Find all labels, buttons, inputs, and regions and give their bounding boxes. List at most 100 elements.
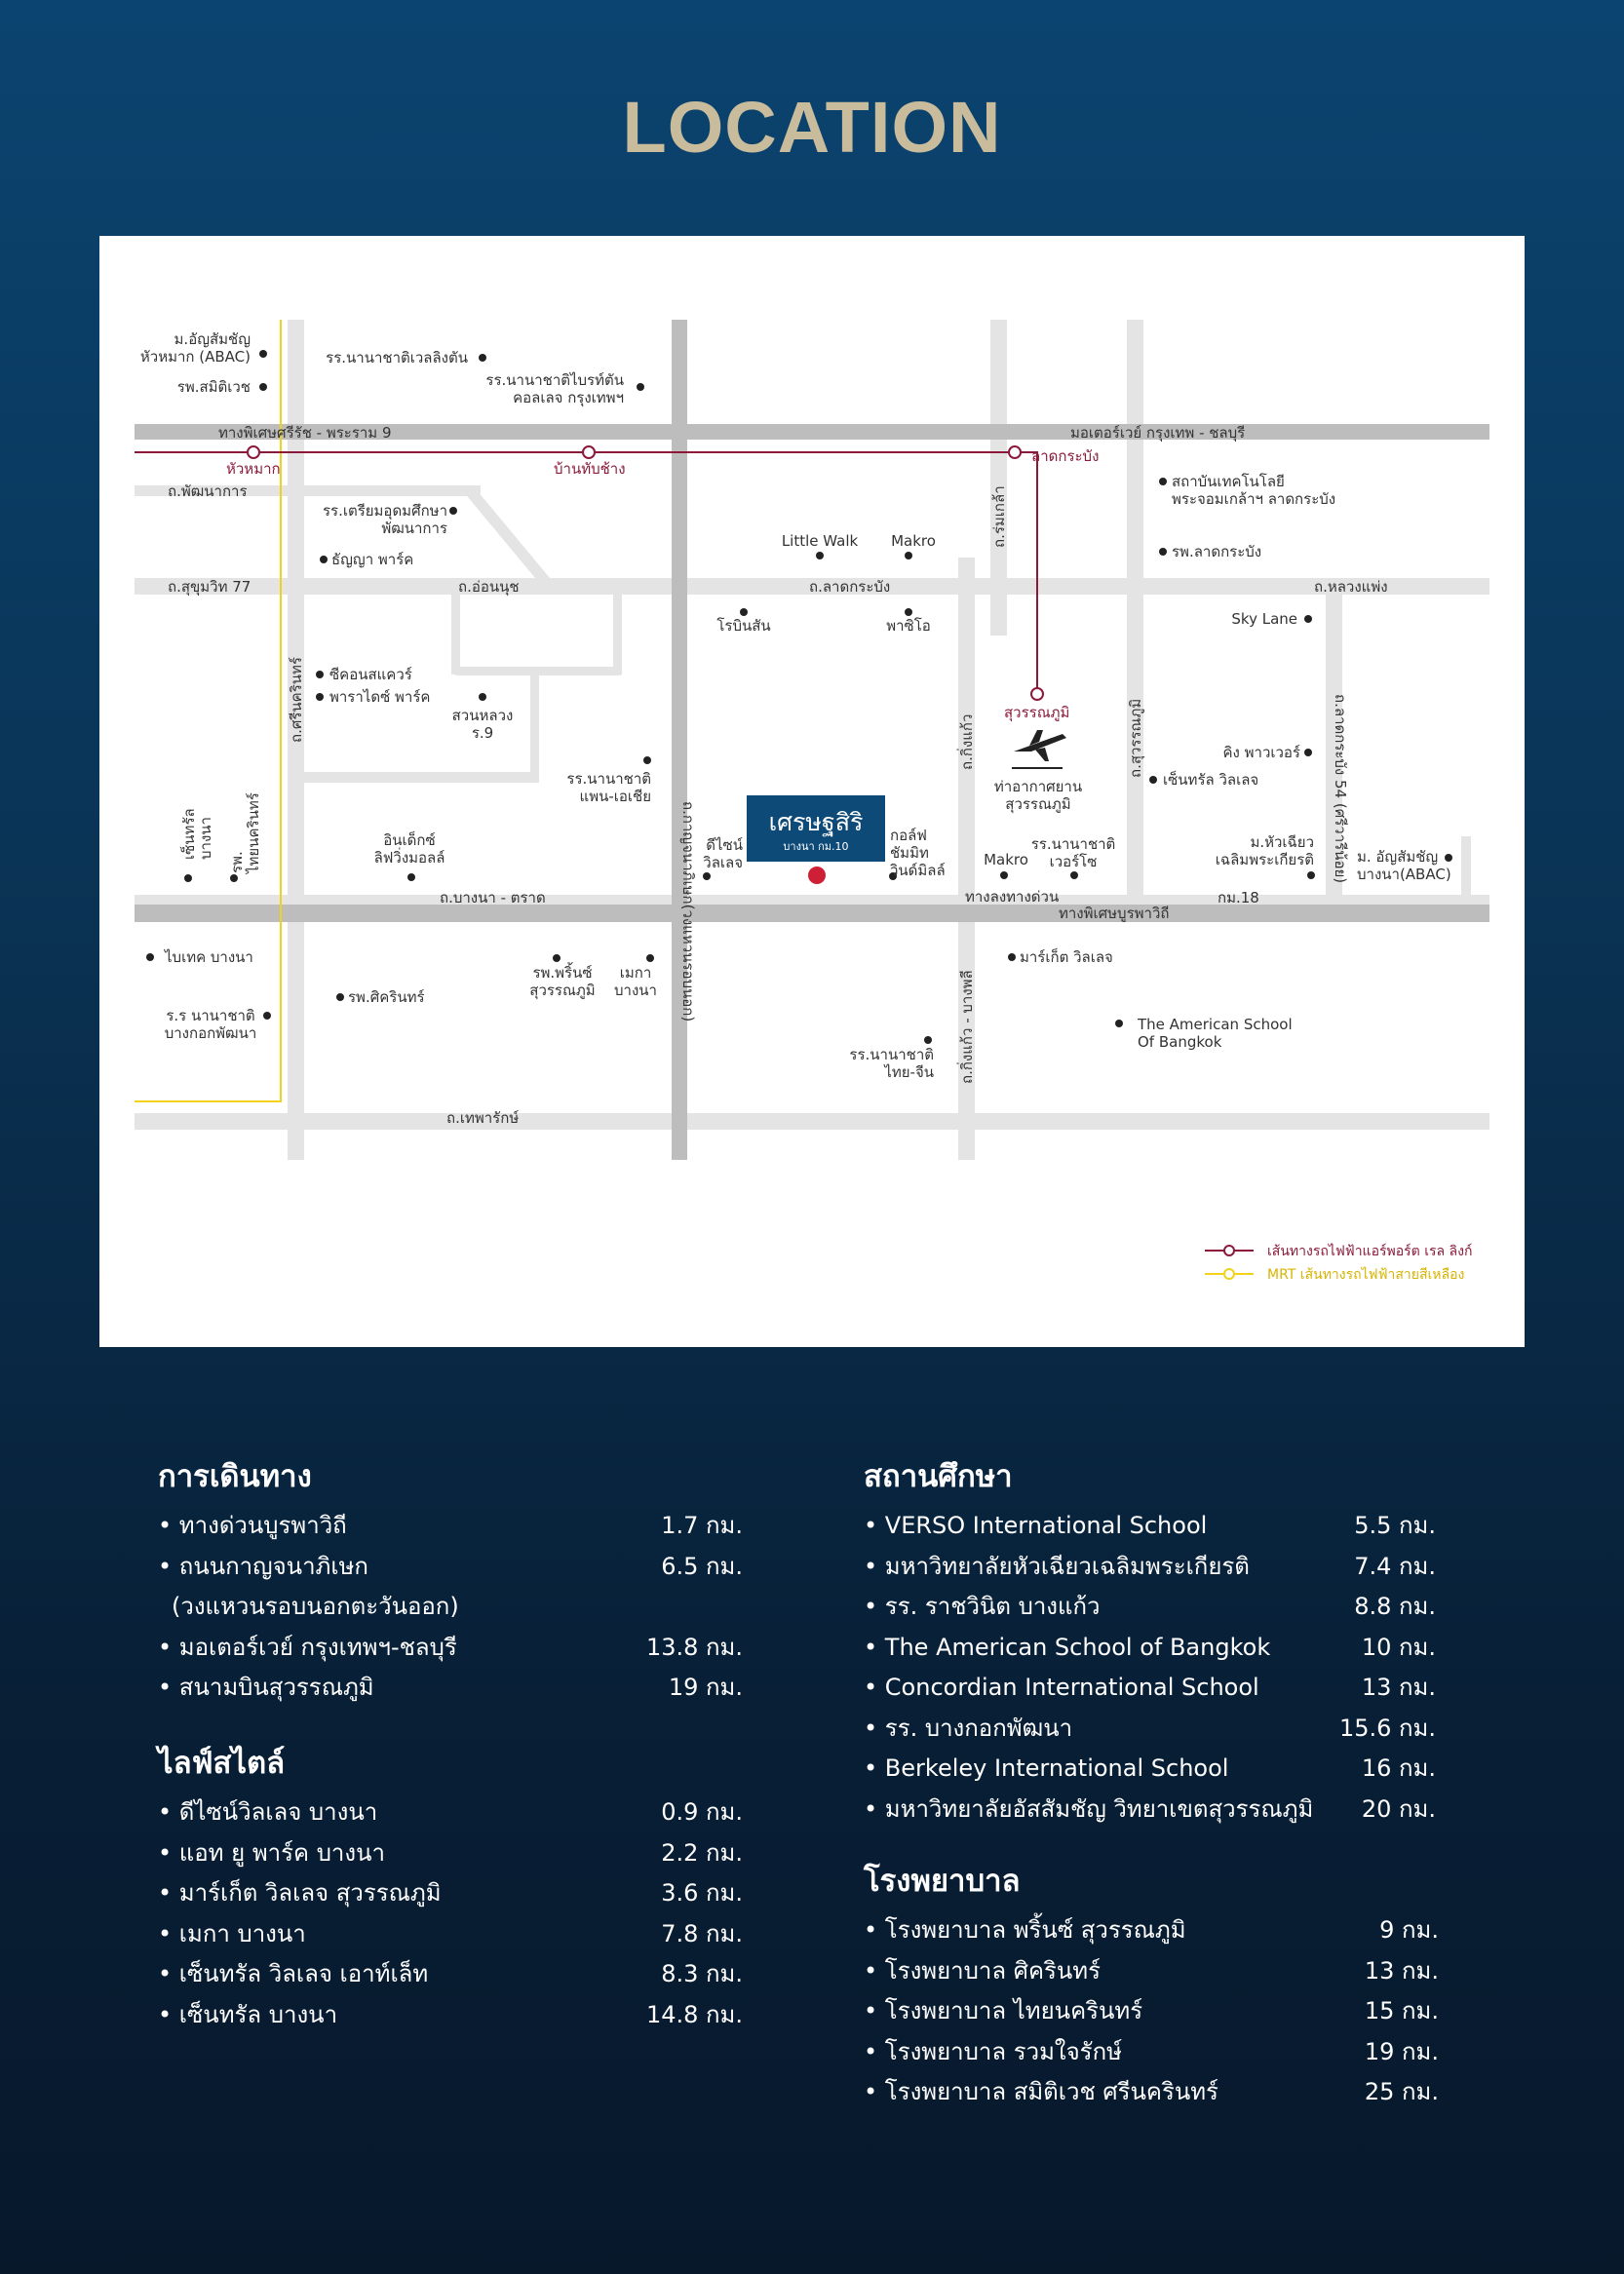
list-item-name: โรงพยาบาล รวมใจรักษ์	[864, 2032, 1122, 2073]
road-lat-krabang-54	[1326, 593, 1342, 895]
section-title: การเดินทาง	[158, 1459, 312, 1494]
legend-airport-link-icon	[1223, 1245, 1235, 1256]
list-item: มหาวิทยาลัยหัวเฉียวเฉลิมพระเกียรติ7.4 กม…	[864, 1547, 1436, 1588]
road-stub	[1461, 836, 1471, 895]
label-luang-phaeng: ถ.หลวงแพ่ง	[1314, 578, 1388, 596]
list-item: มอเตอร์เวย์ กรุงเทพฯ-ชลบุรี13.8 กม.	[158, 1628, 743, 1669]
list-item-distance: 16 กม.	[1361, 1754, 1436, 1782]
list-item-name: เซ็นทรัล วิลเลจ เอาท์เล็ท	[158, 1954, 428, 1995]
project-logo-sub: บางนา กม.10	[783, 840, 848, 853]
location-map[interactable]: ทางพิเศษศรีรัช - พระราม 9 มอเตอร์เวย์ กร…	[99, 236, 1525, 1347]
label-samitivej: รพ.สมิติเวช	[177, 378, 251, 396]
road-romklao	[990, 320, 1007, 636]
list-item-distance: 14.8 กม.	[645, 2000, 743, 2028]
label-triam: รร.เตรียมอุดมศึกษาพัฒนาการ	[323, 502, 447, 537]
place-labels: ม.อัญสัมชัญหัวหมาก (ABAC) รพ.สมิติเวช รร…	[140, 330, 1451, 1081]
label-robinson: โรบินสัน	[716, 617, 770, 635]
list-item-name: สนามบินสุวรรณภูมิ	[158, 1668, 374, 1709]
project-pin-icon	[808, 867, 826, 884]
label-prince: รพ.พริ้นซ์สุวรรณภูมิ	[529, 962, 595, 1000]
road-connector-v	[530, 674, 539, 780]
list-item-name: มหาวิทยาลัยหัวเฉียวเฉลิมพระเกียรติ	[864, 1547, 1250, 1588]
list-item-distance: 6.5 กม.	[661, 1552, 743, 1580]
label-thainakarin: รพ.ไทยนครินทร์	[228, 792, 262, 874]
label-motorway: มอเตอร์เวย์ กรุงเทพ - ชลบุรี	[1070, 424, 1245, 443]
list-item-name: แอท ยู พาร์ค บางนา	[158, 1833, 385, 1874]
road-king-kaew	[958, 558, 975, 1160]
list-item: โรงพยาบาล สมิติเวช ศรีนครินทร์25 กม.	[864, 2072, 1439, 2113]
list-item: The American School of Bangkok 10 กม.	[864, 1628, 1436, 1669]
road-suvarnabhumi	[1127, 320, 1143, 895]
list-item-name: The American School of Bangkok	[864, 1628, 1270, 1669]
legend-airport-link: เส้นทางรถไฟฟ้าแอร์พอร์ต เรล ลิงก์	[1267, 1243, 1472, 1259]
label-abac-huamak: ม.อัญสัมชัญหัวหมาก (ABAC)	[140, 330, 251, 366]
road-sukhumvit77	[135, 578, 1489, 595]
label-lat-krabang-54: ถ.ลาดกระบัง 54 (ศรีวารีน้อย)	[1332, 694, 1349, 883]
list-item-distance: 25 กม.	[1364, 2078, 1439, 2105]
list-item-name: VERSO International School	[864, 1506, 1208, 1547]
label-kanchanaphisek: ถ.กาญจนาภิเษก(วงแหวนรอบนอก)	[679, 801, 697, 1021]
project-logo: เศรษฐสิริ	[769, 808, 864, 836]
label-central-bangna: เซ็นทรัลบางนา	[179, 808, 214, 860]
label-srinakarin: ถ.ศรีนครินทร์	[288, 657, 305, 743]
label-si-rat: ทางพิเศษศรีรัช - พระราม 9	[218, 424, 392, 442]
list-item-name: รร. บางกอกพัฒนา	[864, 1709, 1072, 1750]
minor-roads	[135, 320, 1489, 1160]
project-marker[interactable]: เศรษฐสิริ บางนา กม.10	[747, 795, 885, 884]
label-kmitl: สถาบันเทคโนโลยีพระจอมเกล้าฯ ลาดกระบัง	[1172, 473, 1335, 508]
travel-list: ทางด่วนบูรพาวิถี1.7 กม.ถนนกาญจนาภิเษก 6.5…	[158, 1506, 743, 1709]
label-expressway-exit: ทางลงทางด่วน	[965, 888, 1059, 906]
label-lat-krabang: ถ.ลาดกระบัง	[809, 578, 890, 596]
road-thepharak	[135, 1113, 1489, 1130]
section-title: โรงพยาบาล	[864, 1864, 1021, 1899]
legend-mrt-icon	[1223, 1268, 1235, 1280]
label-makro2: Makro	[984, 851, 1028, 868]
list-item-distance: 15 กม.	[1364, 1997, 1439, 2024]
list-item-distance: 13 กม.	[1364, 1956, 1439, 1985]
major-roads	[135, 320, 1489, 1160]
label-brighton: รร.นานาชาติไบรท์ตันคอลเลจ กรุงเทพฯ	[485, 371, 624, 407]
road-motorway	[135, 424, 1489, 440]
page-title: LOCATION	[622, 87, 1002, 168]
list-item-distance: 20 กม.	[1361, 1794, 1436, 1823]
map-svg: ทางพิเศษศรีรัช - พระราม 9 มอเตอร์เวย์ กร…	[135, 320, 1489, 1283]
list-item-name: ถนนกาญจนาภิเษก	[158, 1547, 368, 1588]
legend-mrt: MRT เส้นทางรถไฟฟ้าสายสีเหลือง	[1267, 1266, 1464, 1283]
label-paradise: พาราไดซ์ พาร์ค	[329, 688, 430, 706]
road-diagonal	[458, 485, 550, 578]
list-item: มาร์เก็ต วิลเลจ สุวรรณภูมิ3.6 กม.	[158, 1873, 743, 1914]
hospital-list: โรงพยาบาล พริ้นซ์ สุวรรณภูมิ9 กม. โรงพยาบ…	[864, 1910, 1439, 2113]
station-suvarnabhumi	[1030, 687, 1044, 701]
list-item: รร. ราชวินิต บางแก้ว8.8 กม.	[864, 1587, 1436, 1628]
label-little-walk: Little Walk	[782, 532, 859, 550]
list-item-name: รร. ราชวินิต บางแก้ว	[864, 1587, 1101, 1628]
list-item-name: มาร์เก็ต วิลเลจ สุวรรณภูมิ	[158, 1873, 442, 1914]
label-suvarnabhumi-rd: ถ.สุวรรณภูมิ	[1127, 699, 1145, 778]
station-hua-mak	[247, 445, 260, 459]
list-item-distance: 7.8 กม.	[661, 1919, 743, 1947]
list-item-name: ทางด่วนบูรพาวิถี	[158, 1506, 347, 1547]
label-suan-luang: สวนหลวงร.9	[452, 707, 514, 742]
label-burapha-withi: ทางพิเศษบูรพาวิถี	[1059, 905, 1169, 922]
list-item-distance: 19 กม.	[1364, 2037, 1439, 2065]
list-item: โรงพยาบาล พริ้นซ์ สุวรรณภูมิ9 กม.	[864, 1910, 1439, 1951]
label-makro1: Makro	[891, 532, 936, 550]
list-item: ทางด่วนบูรพาวิถี1.7 กม.	[158, 1506, 743, 1547]
road-bangna-trat	[135, 895, 1489, 905]
road-box-bottom	[455, 667, 621, 675]
label-sikarin: รพ.ศิครินทร์	[348, 988, 425, 1006]
label-panya: รร.นานาชาติแพน-เอเชีย	[566, 770, 651, 805]
list-item: (วงแหวนรอบนอกตะวันออก)	[158, 1587, 743, 1628]
list-item-distance: 9 กม.	[1379, 1916, 1439, 1944]
list-item: เซ็นทรัล วิลเลจ เอาท์เล็ท8.3 กม.	[158, 1954, 743, 1995]
place-dots	[146, 350, 1452, 1044]
label-seacon: ซีคอนสแควร์	[329, 666, 412, 683]
list-item-distance: 10 กม.	[1361, 1633, 1436, 1661]
road-connector	[295, 772, 539, 783]
